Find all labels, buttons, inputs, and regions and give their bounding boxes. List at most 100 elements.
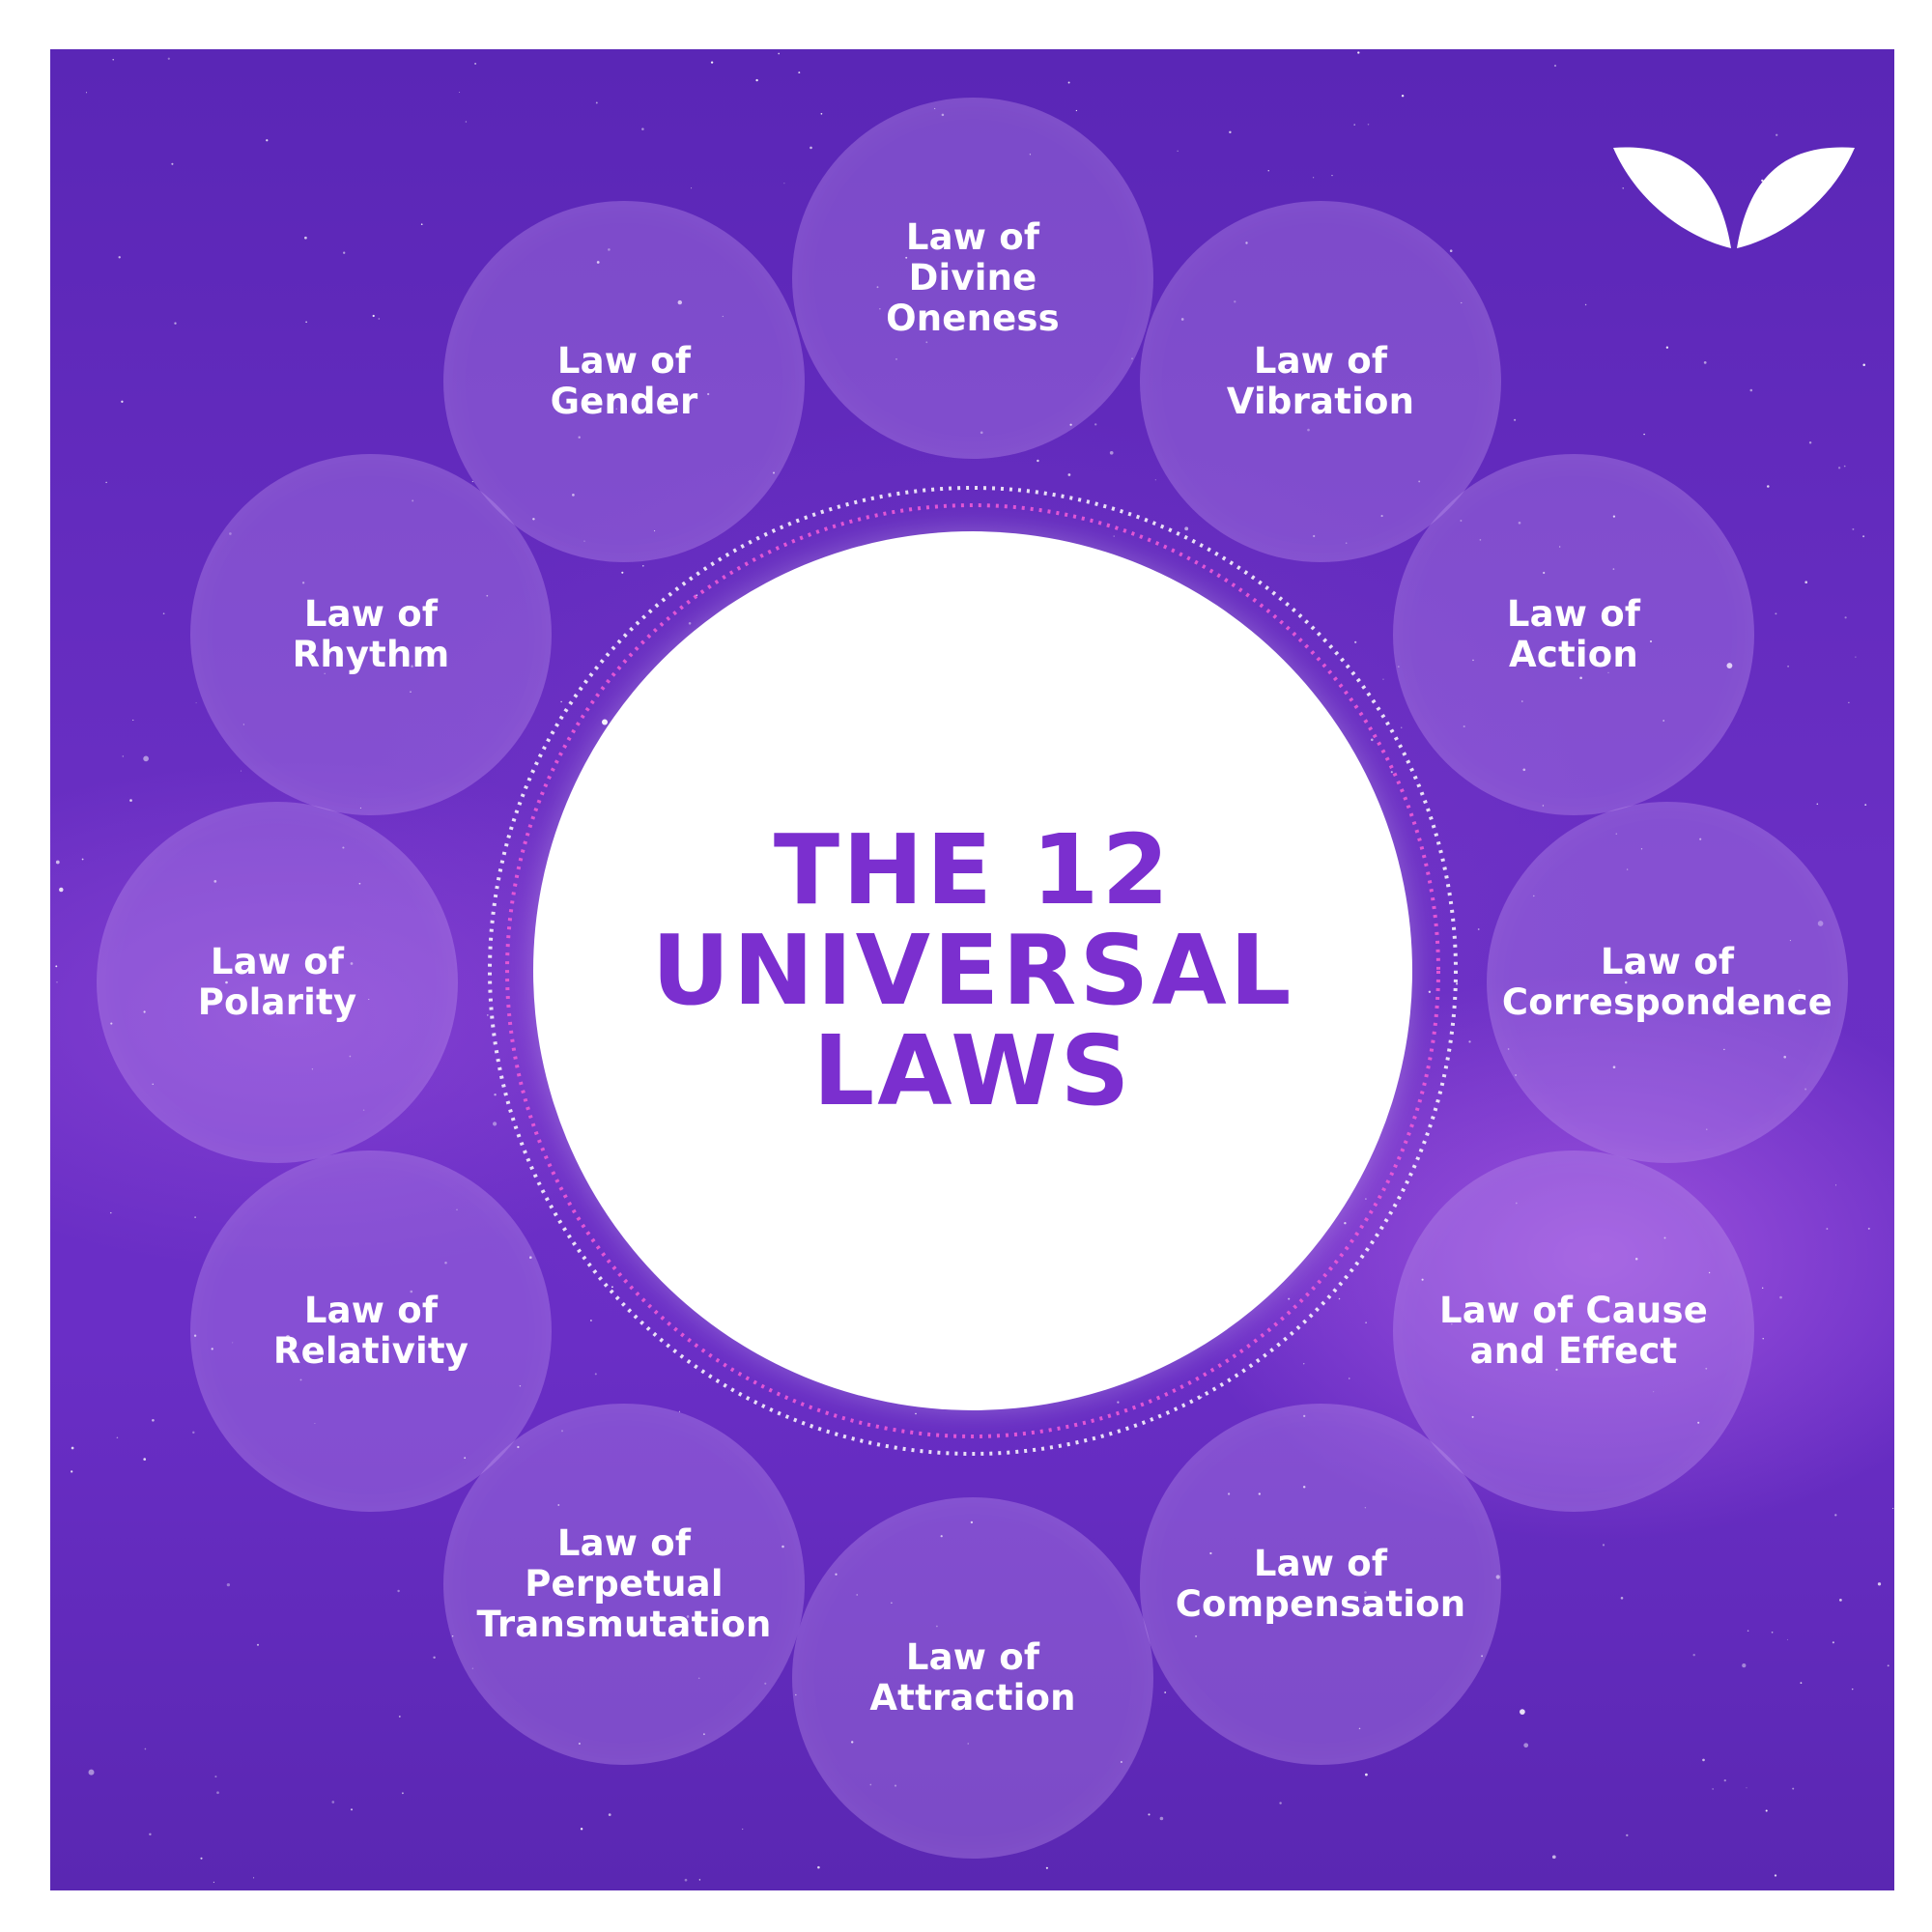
star: [698, 1879, 701, 1881]
star: [311, 1068, 314, 1070]
star: [1258, 1492, 1261, 1495]
law-circle-divine-oneness: Law of Divine Oneness: [792, 98, 1153, 459]
star: [1365, 1321, 1367, 1323]
star: [351, 997, 354, 1000]
star: [1109, 450, 1114, 455]
center-title-disc: THE 12 UNIVERSAL LAWS: [533, 531, 1412, 1410]
star: [1495, 1575, 1500, 1579]
star: [1887, 1664, 1889, 1667]
star: [1649, 639, 1653, 643]
star: [444, 1262, 447, 1264]
star: [194, 1216, 197, 1218]
star: [517, 1445, 520, 1449]
star: [1765, 1809, 1768, 1812]
star: [1463, 724, 1465, 728]
star: [1839, 1599, 1842, 1602]
star: [572, 494, 575, 497]
law-label-divine-oneness: Law of Divine Oneness: [886, 216, 1060, 339]
star: [1837, 467, 1841, 469]
star: [420, 223, 423, 226]
law-label-perpetual-transmutation: Law of Perpetual Transmutation: [476, 1522, 772, 1645]
star: [1799, 989, 1801, 991]
star: [1699, 838, 1702, 840]
star: [764, 1682, 767, 1685]
star: [105, 481, 107, 484]
star: [358, 882, 361, 885]
star: [1643, 433, 1645, 436]
star: [1612, 568, 1615, 570]
star: [301, 582, 305, 584]
star: [1428, 990, 1432, 993]
star: [1288, 1297, 1291, 1300]
star: [1584, 303, 1587, 306]
star: [304, 236, 307, 240]
star: [1522, 768, 1526, 772]
star: [342, 846, 345, 849]
star: [1607, 671, 1609, 673]
star: [1762, 1287, 1764, 1289]
star: [1518, 521, 1521, 525]
star: [1364, 1591, 1367, 1594]
star: [519, 1385, 522, 1387]
star: [1602, 1544, 1605, 1547]
star: [702, 1733, 705, 1736]
star: [967, 1743, 969, 1745]
star: [1615, 833, 1618, 835]
star: [397, 1589, 400, 1593]
star: [253, 1877, 255, 1879]
star: [1472, 659, 1474, 662]
star: [755, 78, 758, 82]
star: [1742, 1662, 1747, 1668]
star: [1523, 1743, 1529, 1748]
star: [229, 532, 232, 535]
star: [149, 1833, 152, 1836]
star: [1726, 663, 1733, 669]
star: [195, 702, 197, 704]
law-label-rhythm: Law of Rhythm: [292, 593, 450, 675]
star: [970, 1520, 974, 1524]
star: [1662, 720, 1665, 722]
law-circle-perpetual-transmutation: Law of Perpetual Transmutation: [443, 1404, 805, 1765]
star: [1771, 1631, 1774, 1634]
star: [1357, 51, 1360, 54]
star: [1307, 428, 1310, 432]
star: [143, 1458, 147, 1461]
star: [1774, 1874, 1777, 1877]
star: [1367, 124, 1370, 126]
star: [143, 755, 149, 762]
star: [1521, 700, 1523, 702]
star: [1708, 1271, 1711, 1274]
star: [465, 121, 468, 123]
star: [1209, 1551, 1212, 1555]
star: [471, 481, 473, 483]
star: [362, 1109, 365, 1111]
star: [1279, 1802, 1282, 1804]
law-label-correspondence: Law of Correspondence: [1501, 941, 1833, 1023]
star: [1783, 1055, 1786, 1059]
star: [1612, 1065, 1616, 1069]
star: [493, 1122, 497, 1126]
star: [641, 128, 644, 130]
star: [1067, 81, 1070, 84]
star: [1697, 1421, 1700, 1424]
star: [1843, 465, 1846, 468]
star: [174, 322, 177, 325]
star: [132, 719, 134, 721]
star: [817, 1865, 820, 1869]
star: [1723, 1048, 1725, 1051]
star: [121, 400, 124, 403]
star: [451, 1634, 454, 1637]
star: [1154, 479, 1156, 481]
star: [686, 1615, 690, 1618]
star: [1620, 1597, 1624, 1600]
star: [583, 540, 585, 542]
star: [110, 1022, 113, 1025]
star: [214, 1776, 217, 1778]
star: [1862, 363, 1865, 366]
star: [1775, 612, 1777, 615]
star: [1543, 571, 1546, 575]
star: [684, 1878, 688, 1882]
star: [608, 1813, 611, 1816]
star: [594, 1373, 597, 1376]
star: [1401, 726, 1403, 728]
